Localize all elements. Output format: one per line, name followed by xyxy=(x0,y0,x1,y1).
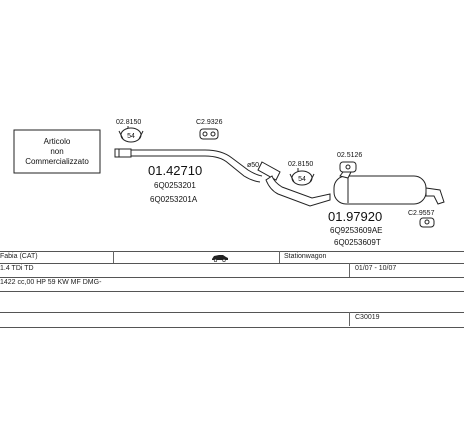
vehicle-row-empty xyxy=(0,291,464,313)
table-divider-3 xyxy=(349,263,350,277)
table-divider-1 xyxy=(113,251,114,263)
connector-pipe xyxy=(257,161,331,207)
table-divider-2 xyxy=(279,251,280,263)
vehicle-row-specs: 1422 cc,00 HP 59 KW MF DMG- xyxy=(0,277,464,292)
vehicle-engine: 1.4 TDi TD xyxy=(0,265,34,272)
fitting-3-code: 02.8150 xyxy=(288,161,313,168)
vehicle-period: 01/07 - 10/07 xyxy=(355,265,397,272)
part-2-number: 01.97920 xyxy=(328,209,382,224)
vehicle-row-engine: 1.4 TDi TD 01/07 - 10/07 xyxy=(0,263,464,278)
vehicle-row-code: C30019 xyxy=(0,312,464,328)
fitting-5: C2.9557 xyxy=(408,210,435,228)
vehicle-model: Fabia (CAT) xyxy=(0,253,38,260)
fitting-3: 02.8150 54 xyxy=(288,161,315,186)
fitting-2: C2.9326 xyxy=(196,119,223,140)
fitting-5-code: C2.9557 xyxy=(408,210,435,217)
vehicle-code: C30019 xyxy=(355,314,380,321)
fitting-1-badge: 54 xyxy=(127,133,135,140)
rear-silencer xyxy=(333,167,445,205)
front-pipe xyxy=(114,148,263,183)
fitting-2-code: C2.9326 xyxy=(196,119,223,126)
vehicle-row-model: Fabia (CAT) Stationwagon xyxy=(0,251,464,264)
part-2-ref-1: 6Q9253609AE xyxy=(330,226,383,235)
note-line-1: Articolo xyxy=(44,137,71,146)
note-box: Articolo non Commercializzato xyxy=(13,129,101,174)
fitting-4-code: 02.5126 xyxy=(337,152,362,159)
fitting-1-code: 02.8150 xyxy=(116,119,141,126)
part-1-ref-1: 6Q0253201 xyxy=(154,181,196,190)
vehicle-body-type: Stationwagon xyxy=(284,253,327,260)
fitting-3-badge: 54 xyxy=(298,176,306,183)
fitting-4: 02.5126 xyxy=(337,152,362,173)
part-1-ref-2: 6Q0253201A xyxy=(150,195,198,204)
table-divider-4 xyxy=(349,312,350,326)
note-line-2: non xyxy=(50,147,63,156)
vehicle-specs: 1422 cc,00 HP 59 KW MF DMG- xyxy=(0,279,102,286)
note-line-3: Commercializzato xyxy=(25,157,89,166)
diameter-label: ø50 xyxy=(247,162,259,169)
car-icon xyxy=(211,252,229,264)
part-2-ref-2: 6Q0253609T xyxy=(334,238,381,247)
fitting-1: 02.8150 54 xyxy=(116,119,144,143)
part-1-number: 01.42710 xyxy=(148,163,202,178)
